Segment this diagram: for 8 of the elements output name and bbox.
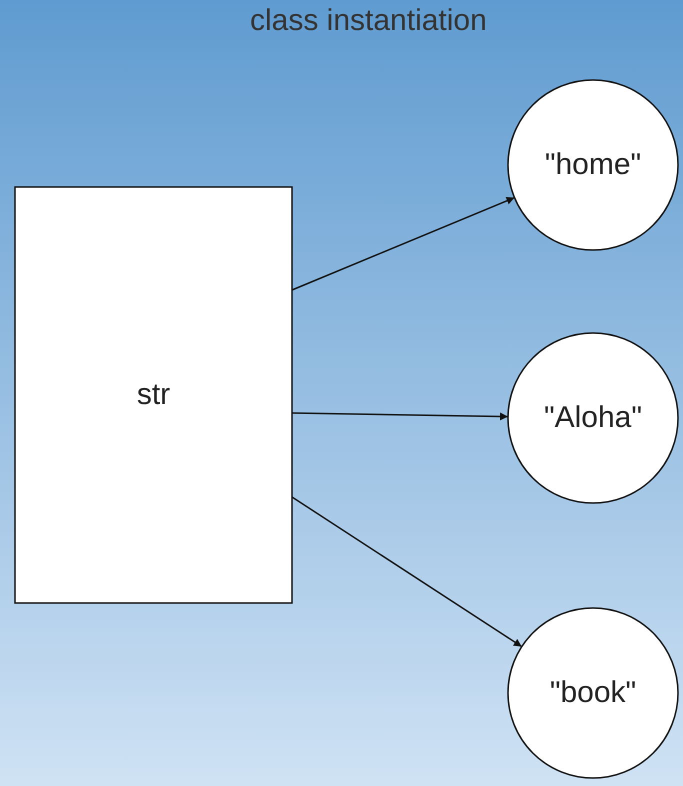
- node-label: "Aloha": [544, 401, 642, 435]
- node-label: str: [136, 378, 170, 412]
- arrow: [292, 412, 508, 420]
- arrow: [292, 196, 515, 291]
- arrow: [292, 496, 522, 648]
- node-label: "book": [550, 676, 636, 710]
- diagram-title: class instantiation: [250, 4, 487, 38]
- node-label: "home": [544, 148, 642, 182]
